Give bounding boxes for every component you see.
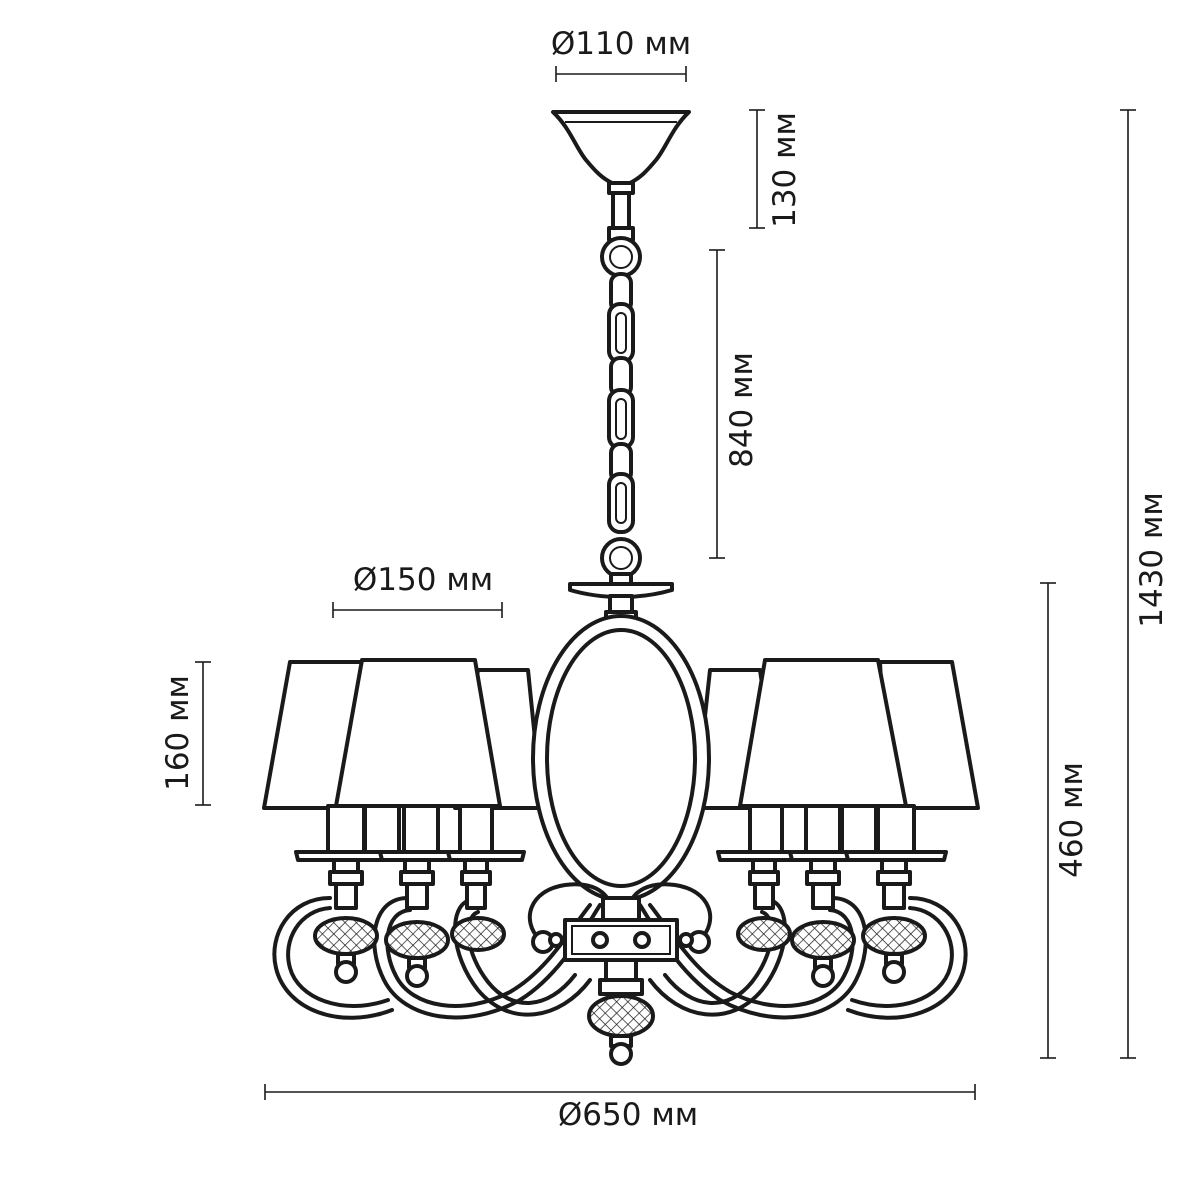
shade-height-label: 160 мм [160, 675, 196, 791]
arm-connectors [328, 858, 912, 910]
ceiling-canopy [551, 110, 691, 195]
ball-finials [334, 930, 906, 988]
shade-diameter-label: Ø150 мм [353, 562, 493, 598]
dimension-lines [195, 66, 1136, 1100]
suspension-chain [600, 191, 642, 586]
canopy-diameter-label: Ø110 мм [551, 26, 691, 62]
central-hub [563, 896, 679, 1066]
candle-sleeves [326, 804, 916, 856]
crystal-beads [313, 916, 927, 1038]
body-height-label: 460 мм [1054, 762, 1090, 878]
right-shades [693, 658, 980, 810]
chandelier-illustration [262, 110, 980, 1066]
scroll-arms [272, 882, 968, 1020]
left-shades [262, 658, 544, 810]
canopy-height-label: 130 мм [767, 112, 803, 228]
lamp-shade [738, 658, 908, 808]
drip-pans [294, 850, 948, 862]
lamp-shade [334, 658, 502, 808]
total-height-label: 1430 мм [1134, 492, 1170, 628]
central-oval-frame [531, 614, 711, 902]
chain-length-label: 840 мм [724, 352, 760, 468]
total-diameter-label: Ø650 мм [558, 1097, 698, 1133]
